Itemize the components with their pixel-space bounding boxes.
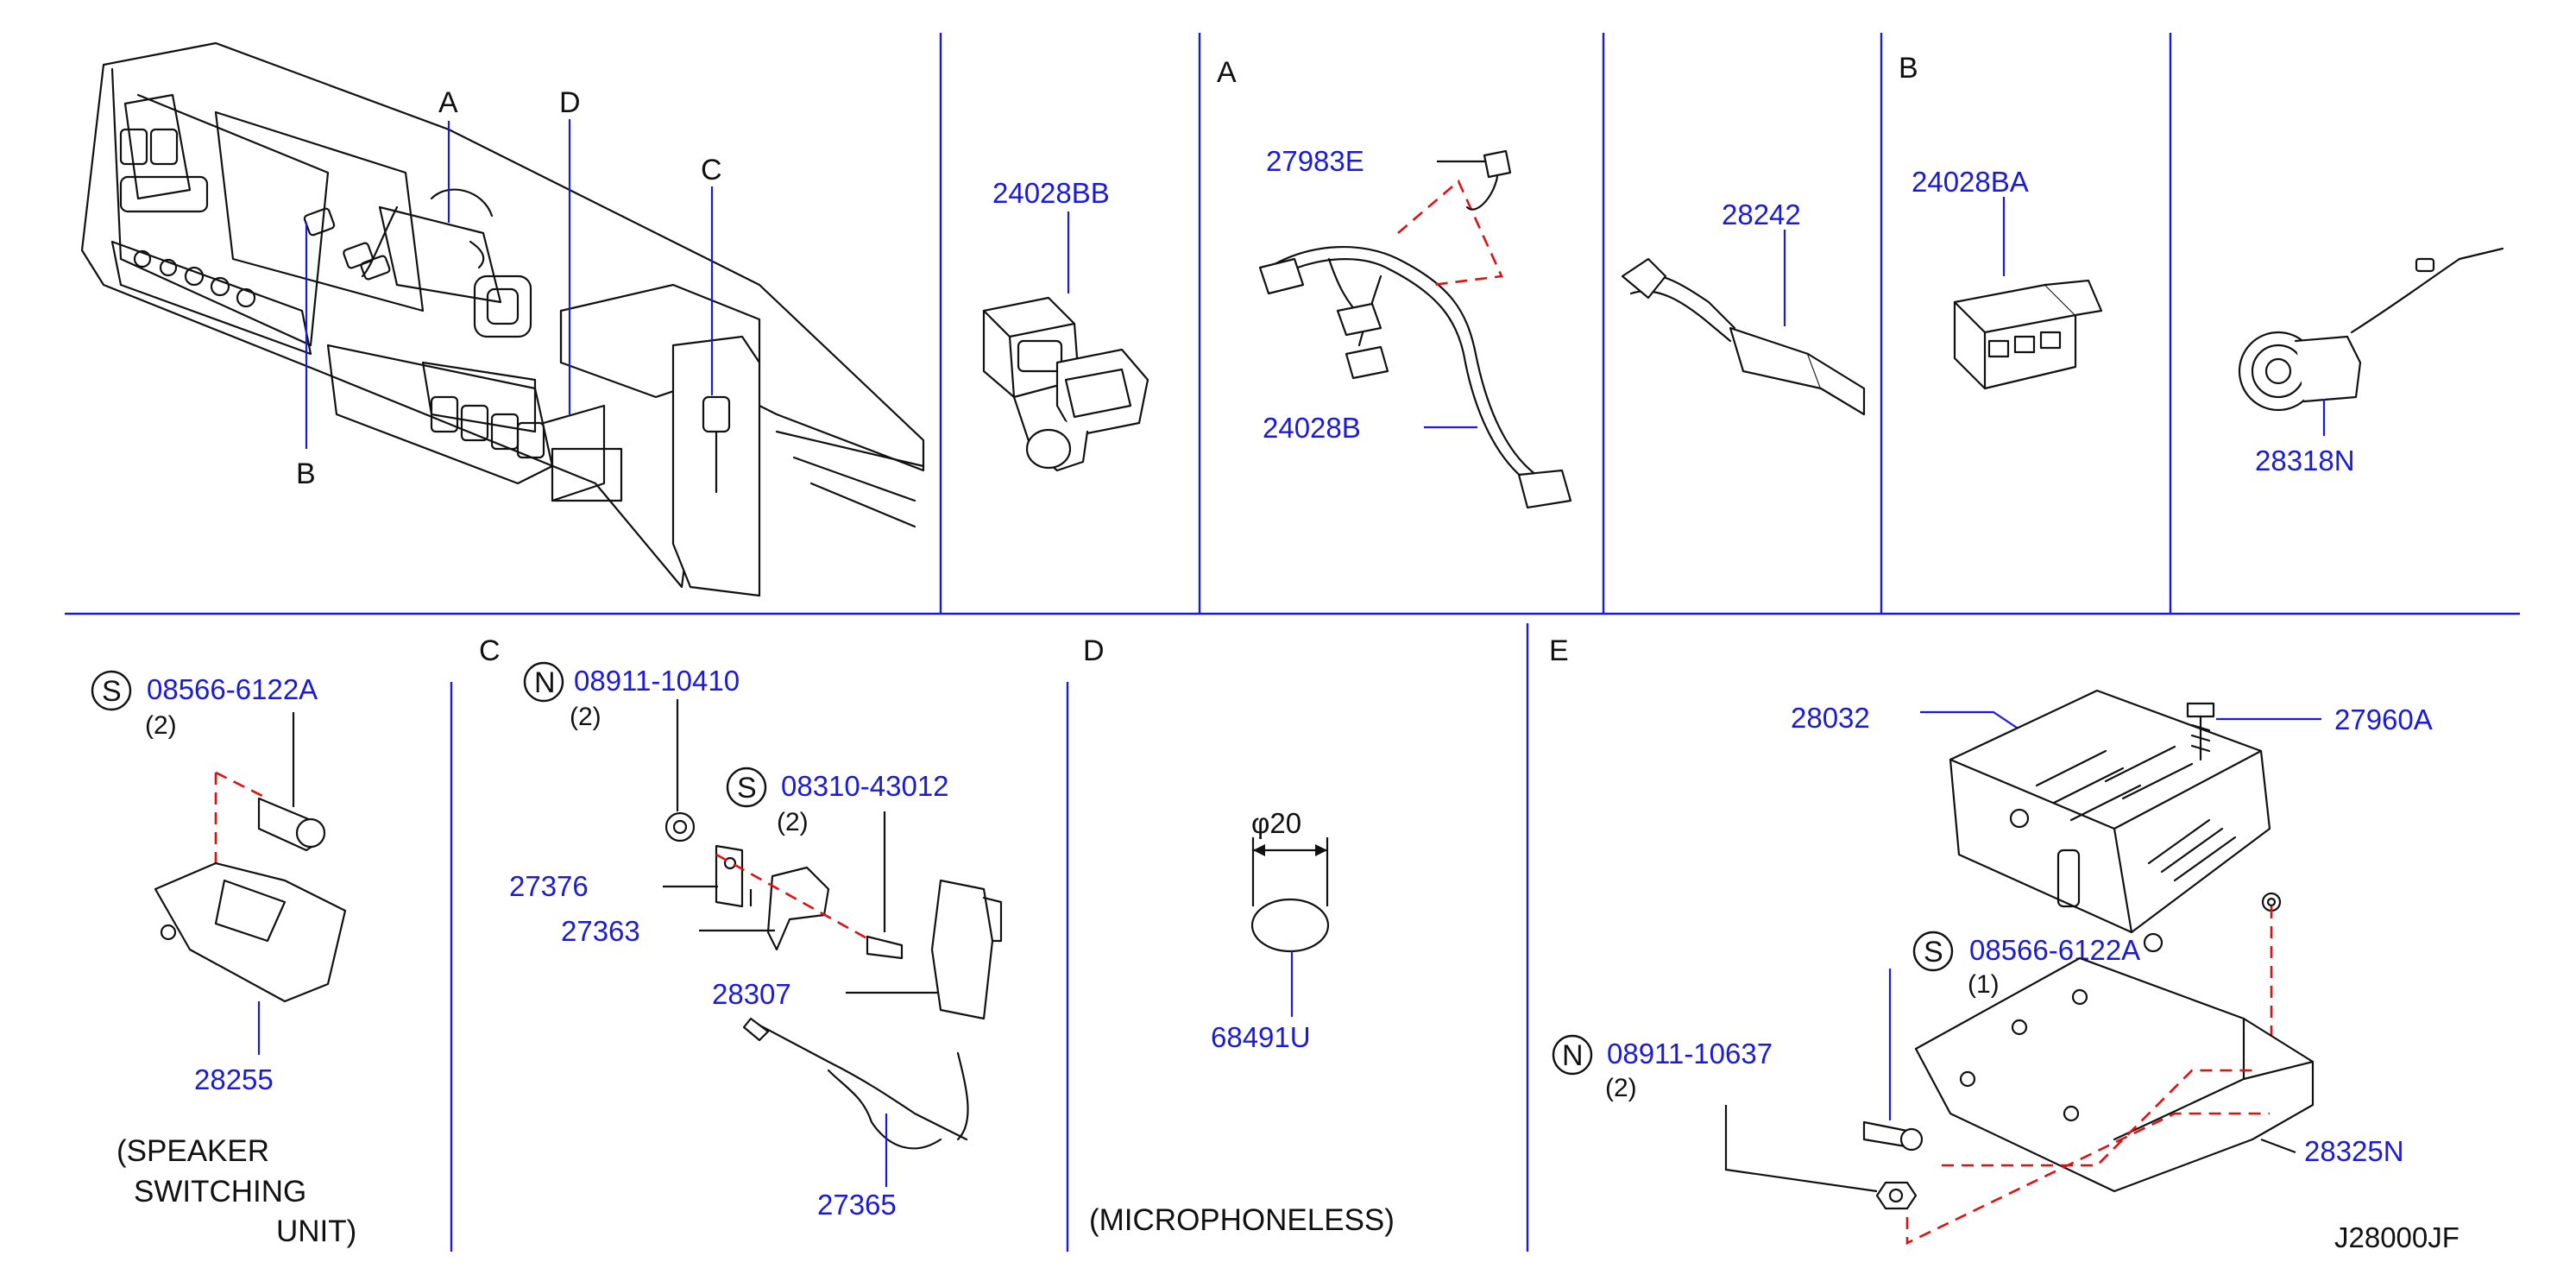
mic-nut-symbol: N [534, 666, 556, 699]
unit-bolt-qty: (1) [1968, 970, 2000, 999]
part-08310-43012-label[interactable]: 08310-43012 [781, 770, 949, 802]
microphoneless-plug-panel: D φ20 68491U (MICROPHONELESS) [1083, 634, 1395, 1237]
sheet-id: J28000JF [2334, 1221, 2459, 1253]
speaker-bolt-qty: (2) [145, 711, 177, 740]
panel5-view-label: B [1899, 52, 1918, 85]
control-unit-panel: E 28032 27960A S 08566-6122A (1) N 08911… [1549, 634, 2433, 1246]
panel3-view-label: A [1217, 56, 1237, 89]
screw-symbol-s-1 [91, 670, 132, 711]
part-68491u-label[interactable]: 68491U [1211, 1021, 1311, 1053]
mic-screw-symbol: S [737, 772, 757, 805]
part-28318n-label[interactable]: 28318N [2255, 445, 2355, 476]
view-label-b: B [296, 458, 316, 490]
plug-diameter-label: φ20 [1251, 807, 1301, 839]
part-28255-label[interactable]: 28255 [194, 1063, 274, 1095]
view-label-c: C [701, 154, 722, 186]
speaker-caption-line3: UNIT) [276, 1215, 356, 1248]
part-08566-6122a-label[interactable]: 08566-6122A [147, 673, 318, 705]
part-08911-10637-label[interactable]: 08911-10637 [1607, 1038, 1773, 1070]
connector-24028ba-illustration: B 24028BA [1899, 52, 2103, 390]
view-label-a: A [438, 86, 458, 119]
part-28307-label[interactable]: 28307 [712, 978, 791, 1010]
mic-screw-qty: (2) [777, 808, 809, 836]
mic-view-label: C [479, 634, 501, 667]
microphone-panel: C N 08911-10410 (2) S 08310-43012 (2) 27… [479, 634, 1003, 1221]
view-label-d: D [559, 86, 581, 119]
speaker-bolt-symbol: S [102, 675, 122, 708]
speaker-switching-unit-panel: S 08566-6122A (2) 28255 (SPEAKER SWITCHI… [91, 670, 356, 1248]
dashboard-callouts: A D C B [296, 86, 722, 490]
speaker-caption-line1: (SPEAKER [117, 1134, 269, 1168]
part-27363-label[interactable]: 27363 [561, 915, 640, 947]
part-08911-10410-label[interactable]: 08911-10410 [574, 665, 740, 697]
part-24028bb-label[interactable]: 24028BB [992, 177, 1110, 209]
part-27983e-label[interactable]: 27983E [1266, 145, 1364, 177]
plug-view-label: D [1083, 634, 1105, 667]
part-28242-illustration: 28242 [1621, 199, 1866, 416]
dashboard-overview-illustration [80, 41, 925, 597]
screw-symbol-s-3 [1912, 931, 1954, 972]
unit-view-label: E [1549, 634, 1569, 667]
unit-bolt-symbol: S [1924, 936, 1943, 969]
part-24028b-label[interactable]: 24028B [1263, 412, 1361, 444]
mic-nut-qty: (2) [570, 703, 601, 731]
part-27365-label[interactable]: 27365 [817, 1189, 897, 1221]
harness-24028b-illustration: A 27983E 24028B [1217, 56, 1572, 509]
part-28325n-label[interactable]: 28325N [2304, 1135, 2404, 1167]
nut-symbol-n-2 [1552, 1034, 1593, 1076]
part-24028ba-label[interactable]: 24028BA [1912, 166, 2029, 198]
plug-caption: (MICROPHONELESS) [1089, 1203, 1395, 1237]
part-27960a-label[interactable]: 27960A [2334, 704, 2433, 735]
connector-24028bb-illustration: 24028BB [982, 177, 1149, 472]
part-08566-6122a-unit-label[interactable]: 08566-6122A [1969, 934, 2140, 966]
unit-nut-qty: (2) [1605, 1074, 1637, 1102]
nut-symbol-n-1 [523, 661, 564, 703]
speaker-caption-line2: SWITCHING [134, 1175, 306, 1208]
part-28032-label[interactable]: 28032 [1791, 702, 1870, 734]
panel-dividers [65, 33, 2520, 1252]
part-28242-label[interactable]: 28242 [1722, 199, 1801, 230]
part-28318n-illustration: 28318N [2238, 247, 2504, 476]
screw-symbol-s-2 [726, 767, 767, 808]
part-27376-label[interactable]: 27376 [509, 870, 589, 902]
unit-nut-symbol: N [1562, 1039, 1584, 1072]
